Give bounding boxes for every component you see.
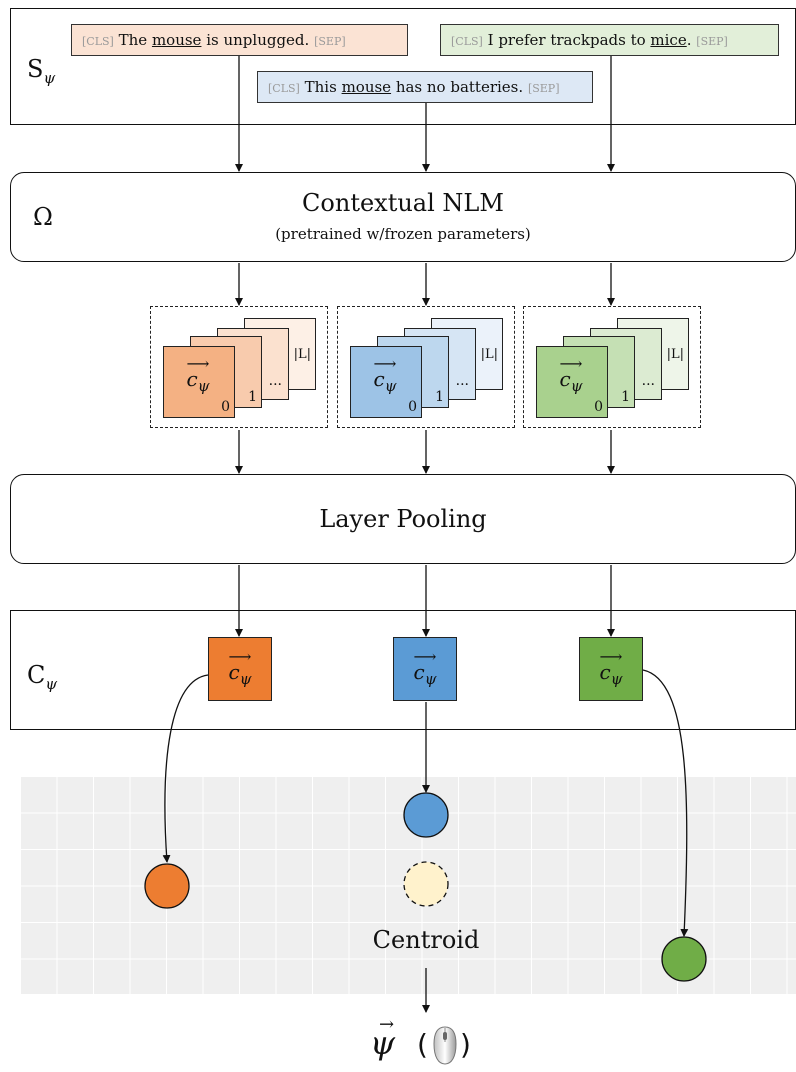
layer-index: 0 xyxy=(408,399,417,415)
sentence-text-pre: I prefer trackpads to xyxy=(487,31,651,49)
vector-symbol: cψ xyxy=(228,660,252,688)
sentence-text-pre: This xyxy=(304,78,342,96)
layer-index: ... xyxy=(268,373,282,389)
embedding-point-blue xyxy=(403,792,449,838)
sentence-2: [CLS] This mouse has no batteries. [SEP] xyxy=(257,71,593,103)
layer-index: |L| xyxy=(666,347,684,362)
vector-label: ⟶cψ xyxy=(543,354,599,396)
layer-index: 1 xyxy=(621,389,630,405)
vector-arrow-glyph: → xyxy=(379,1014,395,1035)
embedding-point-orange xyxy=(144,863,190,909)
model-subtitle: (pretrained w/frozen parameters) xyxy=(275,225,531,243)
sep-token: [SEP] xyxy=(696,35,728,48)
arrow-vector-to-point-green xyxy=(642,669,689,937)
embedding-point-green xyxy=(661,936,707,982)
layer-index: |L| xyxy=(480,347,498,362)
vector-arrow-glyph: ⟶ xyxy=(228,647,252,666)
layer-index: 0 xyxy=(594,399,603,415)
vector-label: ⟶cψ xyxy=(215,647,265,689)
layer-index: 1 xyxy=(435,389,444,405)
layer-green-0: 0 ⟶cψ xyxy=(536,346,608,418)
vector-label: ⟶cψ xyxy=(400,647,450,689)
vector-arrow-glyph: ⟶ xyxy=(186,354,210,373)
cls-token: [CLS] xyxy=(451,35,483,48)
sentence-text-pre: The xyxy=(118,31,152,49)
vector-arrow-glyph: ⟶ xyxy=(599,647,623,666)
open-paren: ( xyxy=(417,1028,428,1061)
vector-symbol: cψ xyxy=(373,367,397,395)
psi-symbol: ψ xyxy=(370,1024,396,1062)
vector-label: ⟶cψ xyxy=(586,647,636,689)
sentences-label: Sψ xyxy=(27,55,55,87)
layer-index: ... xyxy=(641,373,655,389)
layer-index: 0 xyxy=(221,399,230,415)
target-word: mouse xyxy=(341,78,392,96)
cls-token: [CLS] xyxy=(268,82,300,95)
layer-stack-group-green xyxy=(523,306,701,428)
pooling-title: Layer Pooling xyxy=(319,505,487,533)
centroid-point xyxy=(403,861,449,907)
close-paren: ) xyxy=(460,1028,471,1061)
centroid-label: Centroid xyxy=(372,926,480,954)
sentence-text-post: has no batteries. xyxy=(391,78,524,96)
vector-arrow-glyph: ⟶ xyxy=(373,354,397,373)
vector-symbol: cψ xyxy=(186,367,210,395)
arrow-vector-to-point-orange xyxy=(162,674,209,863)
sentence-text-post: . xyxy=(686,31,692,49)
sentences-label-main: S xyxy=(27,55,44,83)
sep-token: [SEP] xyxy=(314,35,346,48)
context-vector-green: ⟶cψ xyxy=(579,637,643,701)
vector-label: ⟶cψ xyxy=(170,354,226,396)
layer-blue-0: 0 ⟶cψ xyxy=(350,346,422,418)
vector-symbol: cψ xyxy=(599,660,623,688)
context-label: Cψ xyxy=(27,661,57,693)
layer-index: ... xyxy=(455,373,469,389)
vector-label: ⟶cψ xyxy=(357,354,413,396)
sep-token: [SEP] xyxy=(527,82,560,95)
vector-symbol: cψ xyxy=(413,660,437,688)
vector-arrow-glyph: ⟶ xyxy=(559,354,583,373)
layer-stack-group-blue xyxy=(337,306,515,428)
context-label-sub: ψ xyxy=(45,674,58,693)
layer-orange-0: 0 ⟶cψ xyxy=(163,346,235,418)
sentence-1: [CLS] The mouse is unplugged. [SEP] xyxy=(71,24,408,56)
context-vector-blue: ⟶cψ xyxy=(393,637,457,701)
computer-mouse-icon xyxy=(433,1026,457,1065)
layer-index: 1 xyxy=(248,389,257,405)
layer-index: |L| xyxy=(293,347,311,362)
output-sense-vector: → ψ ( ) xyxy=(370,1014,480,1070)
context-vector-orange: ⟶cψ xyxy=(208,637,272,701)
contextual-nlm-panel: Ω Contextual NLM (pretrained w/frozen pa… xyxy=(10,172,796,262)
layer-stack-group-orange xyxy=(150,306,328,428)
sentence-3: [CLS] I prefer trackpads to mice. [SEP] xyxy=(440,24,779,56)
layer-pooling-panel: Layer Pooling xyxy=(10,474,796,564)
model-label: Ω xyxy=(33,203,53,231)
sentences-label-sub: ψ xyxy=(43,68,56,87)
sentence-text-post: is unplugged. xyxy=(201,31,310,49)
model-title: Contextual NLM xyxy=(302,189,504,217)
target-word: mouse xyxy=(151,31,202,49)
vector-symbol: cψ xyxy=(559,367,583,395)
vector-arrow-glyph: ⟶ xyxy=(413,647,437,666)
cls-token: [CLS] xyxy=(82,35,114,48)
context-label-main: C xyxy=(27,661,46,689)
target-word: mice xyxy=(650,31,687,49)
